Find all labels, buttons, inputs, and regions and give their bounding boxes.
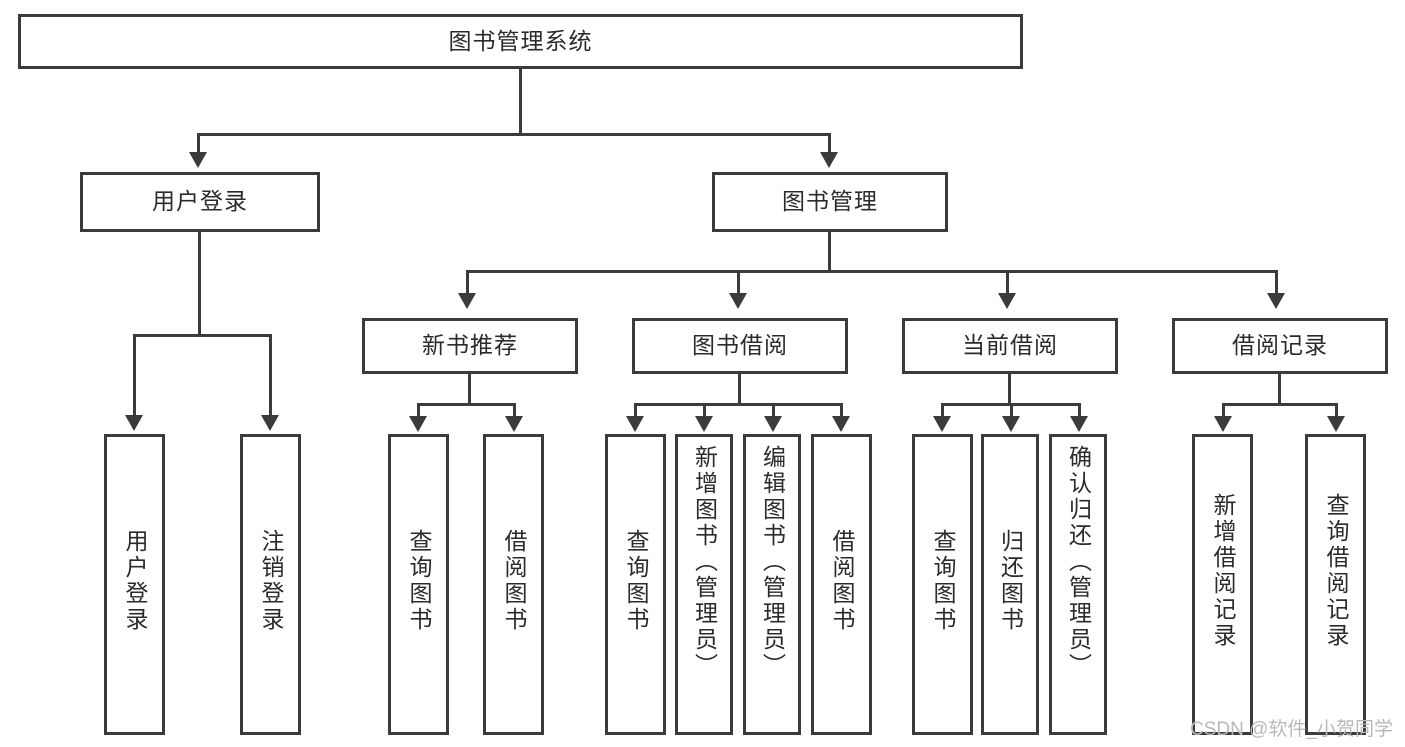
connector-level2-bus	[466, 270, 1278, 273]
node-label: 借阅记录	[1232, 332, 1328, 359]
node-label: 注销登录	[258, 529, 284, 633]
arrowhead-edit-book	[764, 416, 782, 432]
connector-drop-query-book-2	[634, 403, 637, 419]
connector-user-login-bus	[133, 334, 272, 337]
connector-drop-query-book-3	[941, 403, 944, 419]
arrowhead-query-book-2	[626, 416, 644, 432]
arrowhead-add-book	[695, 416, 713, 432]
arrowhead-new-book-recommend	[458, 293, 476, 309]
node-label: 确认归还（管理员）	[1065, 445, 1092, 679]
arrowhead-borrow-record	[1267, 293, 1285, 309]
node-borrow-record[interactable]: 借阅记录	[1172, 318, 1388, 374]
connector-drop-new-book-recommend	[466, 270, 469, 296]
connector-drop-leaf-user-logout	[269, 334, 272, 418]
connector-drop-confirm-return	[1078, 403, 1081, 419]
connector-drop-book-borrow	[737, 270, 740, 296]
connector-drop-borrow-book-1	[513, 403, 516, 419]
node-label: 借阅图书	[829, 529, 855, 633]
leaf-add-book[interactable]: 新增图书（管理员）	[675, 434, 733, 735]
connector-drop-query-book-1	[417, 403, 420, 419]
watermark-text: CSDN @软件_小贺同学	[1190, 719, 1393, 740]
leaf-borrow-book-recommend[interactable]: 借阅图书	[483, 434, 544, 735]
connector-drop-leaf-user-login	[133, 334, 136, 418]
connector-drop-query-record	[1335, 403, 1338, 419]
connector-drop-user-login	[197, 133, 200, 155]
connector-drop-edit-book	[772, 403, 775, 419]
leaf-user-logout[interactable]: 注销登录	[240, 434, 301, 735]
leaf-user-login[interactable]: 用户登录	[104, 434, 165, 735]
leaf-edit-book[interactable]: 编辑图书（管理员）	[743, 434, 801, 735]
connector-user-login-stem	[198, 232, 201, 336]
leaf-confirm-return[interactable]: 确认归还（管理员）	[1049, 434, 1107, 735]
leaf-query-book-recommend[interactable]: 查询图书	[388, 434, 449, 735]
node-label: 编辑图书（管理员）	[759, 445, 786, 679]
node-label: 查询图书	[406, 529, 432, 633]
node-label: 查询图书	[623, 529, 649, 633]
leaf-query-book-current[interactable]: 查询图书	[912, 434, 973, 735]
connector-drop-return-book	[1010, 403, 1013, 419]
arrowhead-return-book	[1002, 416, 1020, 432]
node-label: 图书管理系统	[448, 27, 593, 54]
leaf-borrow-book-borrow[interactable]: 借阅图书	[811, 434, 872, 735]
arrowhead-query-record	[1327, 416, 1345, 432]
node-label: 新增图书（管理员）	[691, 445, 718, 679]
leaf-add-borrow-record[interactable]: 新增借阅记录	[1192, 434, 1253, 735]
connector-borrow-record-stem	[1278, 374, 1281, 405]
connector-level1-bus	[197, 133, 831, 136]
node-current-borrow[interactable]: 当前借阅	[902, 318, 1118, 374]
connector-new-book-recommend-bus	[417, 403, 516, 406]
node-label: 查询图书	[930, 529, 956, 633]
connector-drop-current-borrow	[1006, 270, 1009, 296]
leaf-return-book[interactable]: 归还图书	[981, 434, 1039, 735]
leaf-query-book-borrow[interactable]: 查询图书	[605, 434, 666, 735]
node-label: 新书推荐	[422, 332, 518, 359]
connector-book-borrow-stem	[738, 374, 741, 405]
connector-borrow-record-bus	[1222, 403, 1338, 406]
connector-drop-book-management	[828, 133, 831, 155]
connector-root-stem	[519, 69, 522, 135]
node-label: 查询借阅记录	[1323, 493, 1349, 649]
node-label: 用户登录	[122, 529, 148, 633]
connector-current-borrow-stem	[1008, 374, 1011, 405]
arrowhead-borrow-book-1	[505, 416, 523, 432]
node-book-management[interactable]: 图书管理	[712, 172, 948, 232]
connector-drop-borrow-book-2	[840, 403, 843, 419]
arrowhead-user-login	[189, 152, 207, 168]
arrowhead-leaf-user-login	[125, 415, 143, 431]
arrowhead-leaf-user-logout	[261, 415, 279, 431]
arrowhead-borrow-book-2	[832, 416, 850, 432]
arrowhead-confirm-return	[1070, 416, 1088, 432]
connector-drop-borrow-record	[1275, 270, 1278, 296]
arrowhead-query-book-1	[409, 416, 427, 432]
leaf-query-borrow-record[interactable]: 查询借阅记录	[1305, 434, 1366, 735]
arrowhead-book-management	[820, 152, 838, 168]
connector-drop-add-book	[703, 403, 706, 419]
node-label: 归还图书	[997, 529, 1024, 633]
node-root-system[interactable]: 图书管理系统	[18, 14, 1023, 69]
connector-book-borrow-bus	[634, 403, 842, 406]
connector-book-management-stem	[828, 232, 831, 272]
node-book-borrow[interactable]: 图书借阅	[632, 318, 848, 374]
node-label: 当前借阅	[962, 332, 1058, 359]
arrowhead-book-borrow	[729, 293, 747, 309]
node-label: 用户登录	[152, 188, 248, 215]
node-label: 图书管理	[782, 188, 878, 215]
node-new-book-recommend[interactable]: 新书推荐	[362, 318, 578, 374]
node-user-login[interactable]: 用户登录	[80, 172, 320, 232]
arrowhead-query-book-3	[933, 416, 951, 432]
node-label: 图书借阅	[692, 332, 788, 359]
arrowhead-add-record	[1214, 416, 1232, 432]
arrowhead-current-borrow	[998, 293, 1016, 309]
connector-drop-add-record	[1222, 403, 1225, 419]
node-label: 借阅图书	[501, 529, 527, 633]
connector-new-book-recommend-stem	[468, 374, 471, 405]
node-label: 新增借阅记录	[1210, 493, 1236, 649]
